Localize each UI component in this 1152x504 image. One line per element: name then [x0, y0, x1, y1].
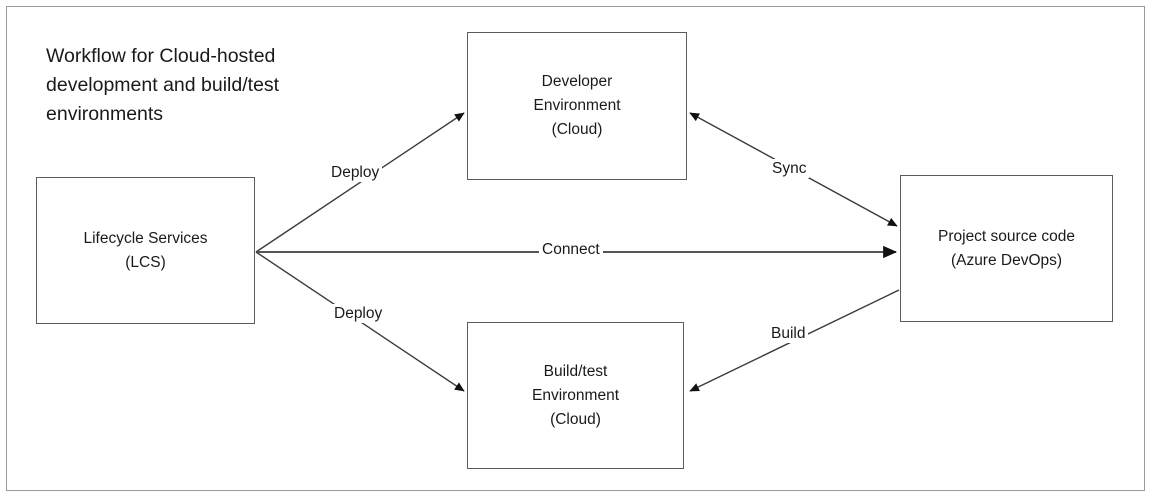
- node-build-test-environment[interactable]: Build/test Environment (Cloud): [467, 322, 684, 469]
- node-project-source-code[interactable]: Project source code (Azure DevOps): [900, 175, 1113, 322]
- edge-deploy-developer: [255, 112, 465, 253]
- node-label: Lifecycle Services (LCS): [83, 229, 208, 271]
- node-developer-environment[interactable]: Developer Environment (Cloud): [467, 32, 687, 180]
- node-label: Developer Environment (Cloud): [533, 73, 621, 138]
- edge-label-build: Build: [768, 324, 809, 343]
- node-label: Build/test Environment (Cloud): [531, 362, 619, 428]
- diagram-title: Workflow for Cloud-hosted development an…: [46, 45, 280, 125]
- edge-label-connect: Connect: [539, 240, 603, 259]
- edge-label-sync: Sync: [769, 159, 810, 178]
- node-label: Project source code (Azure DevOps): [938, 227, 1075, 269]
- node-lifecycle-services[interactable]: Lifecycle Services (LCS): [36, 177, 255, 324]
- edge-label-deploy-build-test: Deploy: [331, 304, 386, 323]
- edge-label-deploy-developer: Deploy: [328, 163, 383, 182]
